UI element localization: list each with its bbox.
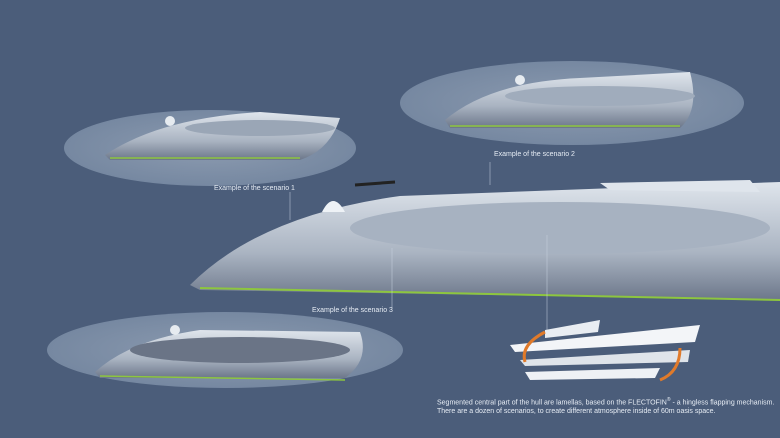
lamella-mechanism-diagram bbox=[510, 320, 700, 382]
description-line1: Segmented central part of the hull are l… bbox=[437, 399, 667, 407]
scenario-2-render bbox=[400, 61, 744, 145]
trademark-symbol: ® bbox=[666, 397, 671, 403]
scenario-2-caption: Example of the scenario 2 bbox=[494, 151, 575, 158]
scenario-1-caption: Example of the scenario 1 bbox=[214, 185, 295, 192]
scenario-3-caption: Example of the scenario 3 bbox=[312, 307, 393, 314]
description-line2: There are a dozen of scenarios, to creat… bbox=[437, 408, 716, 416]
description-line1-end: - a hingless flapping mechanism. bbox=[670, 399, 775, 407]
main-yacht-render bbox=[190, 180, 780, 301]
scenario-1-render bbox=[64, 110, 356, 186]
mechanism-description: Segmented central part of the hull are l… bbox=[437, 396, 774, 416]
scenario-3-render bbox=[47, 312, 403, 388]
